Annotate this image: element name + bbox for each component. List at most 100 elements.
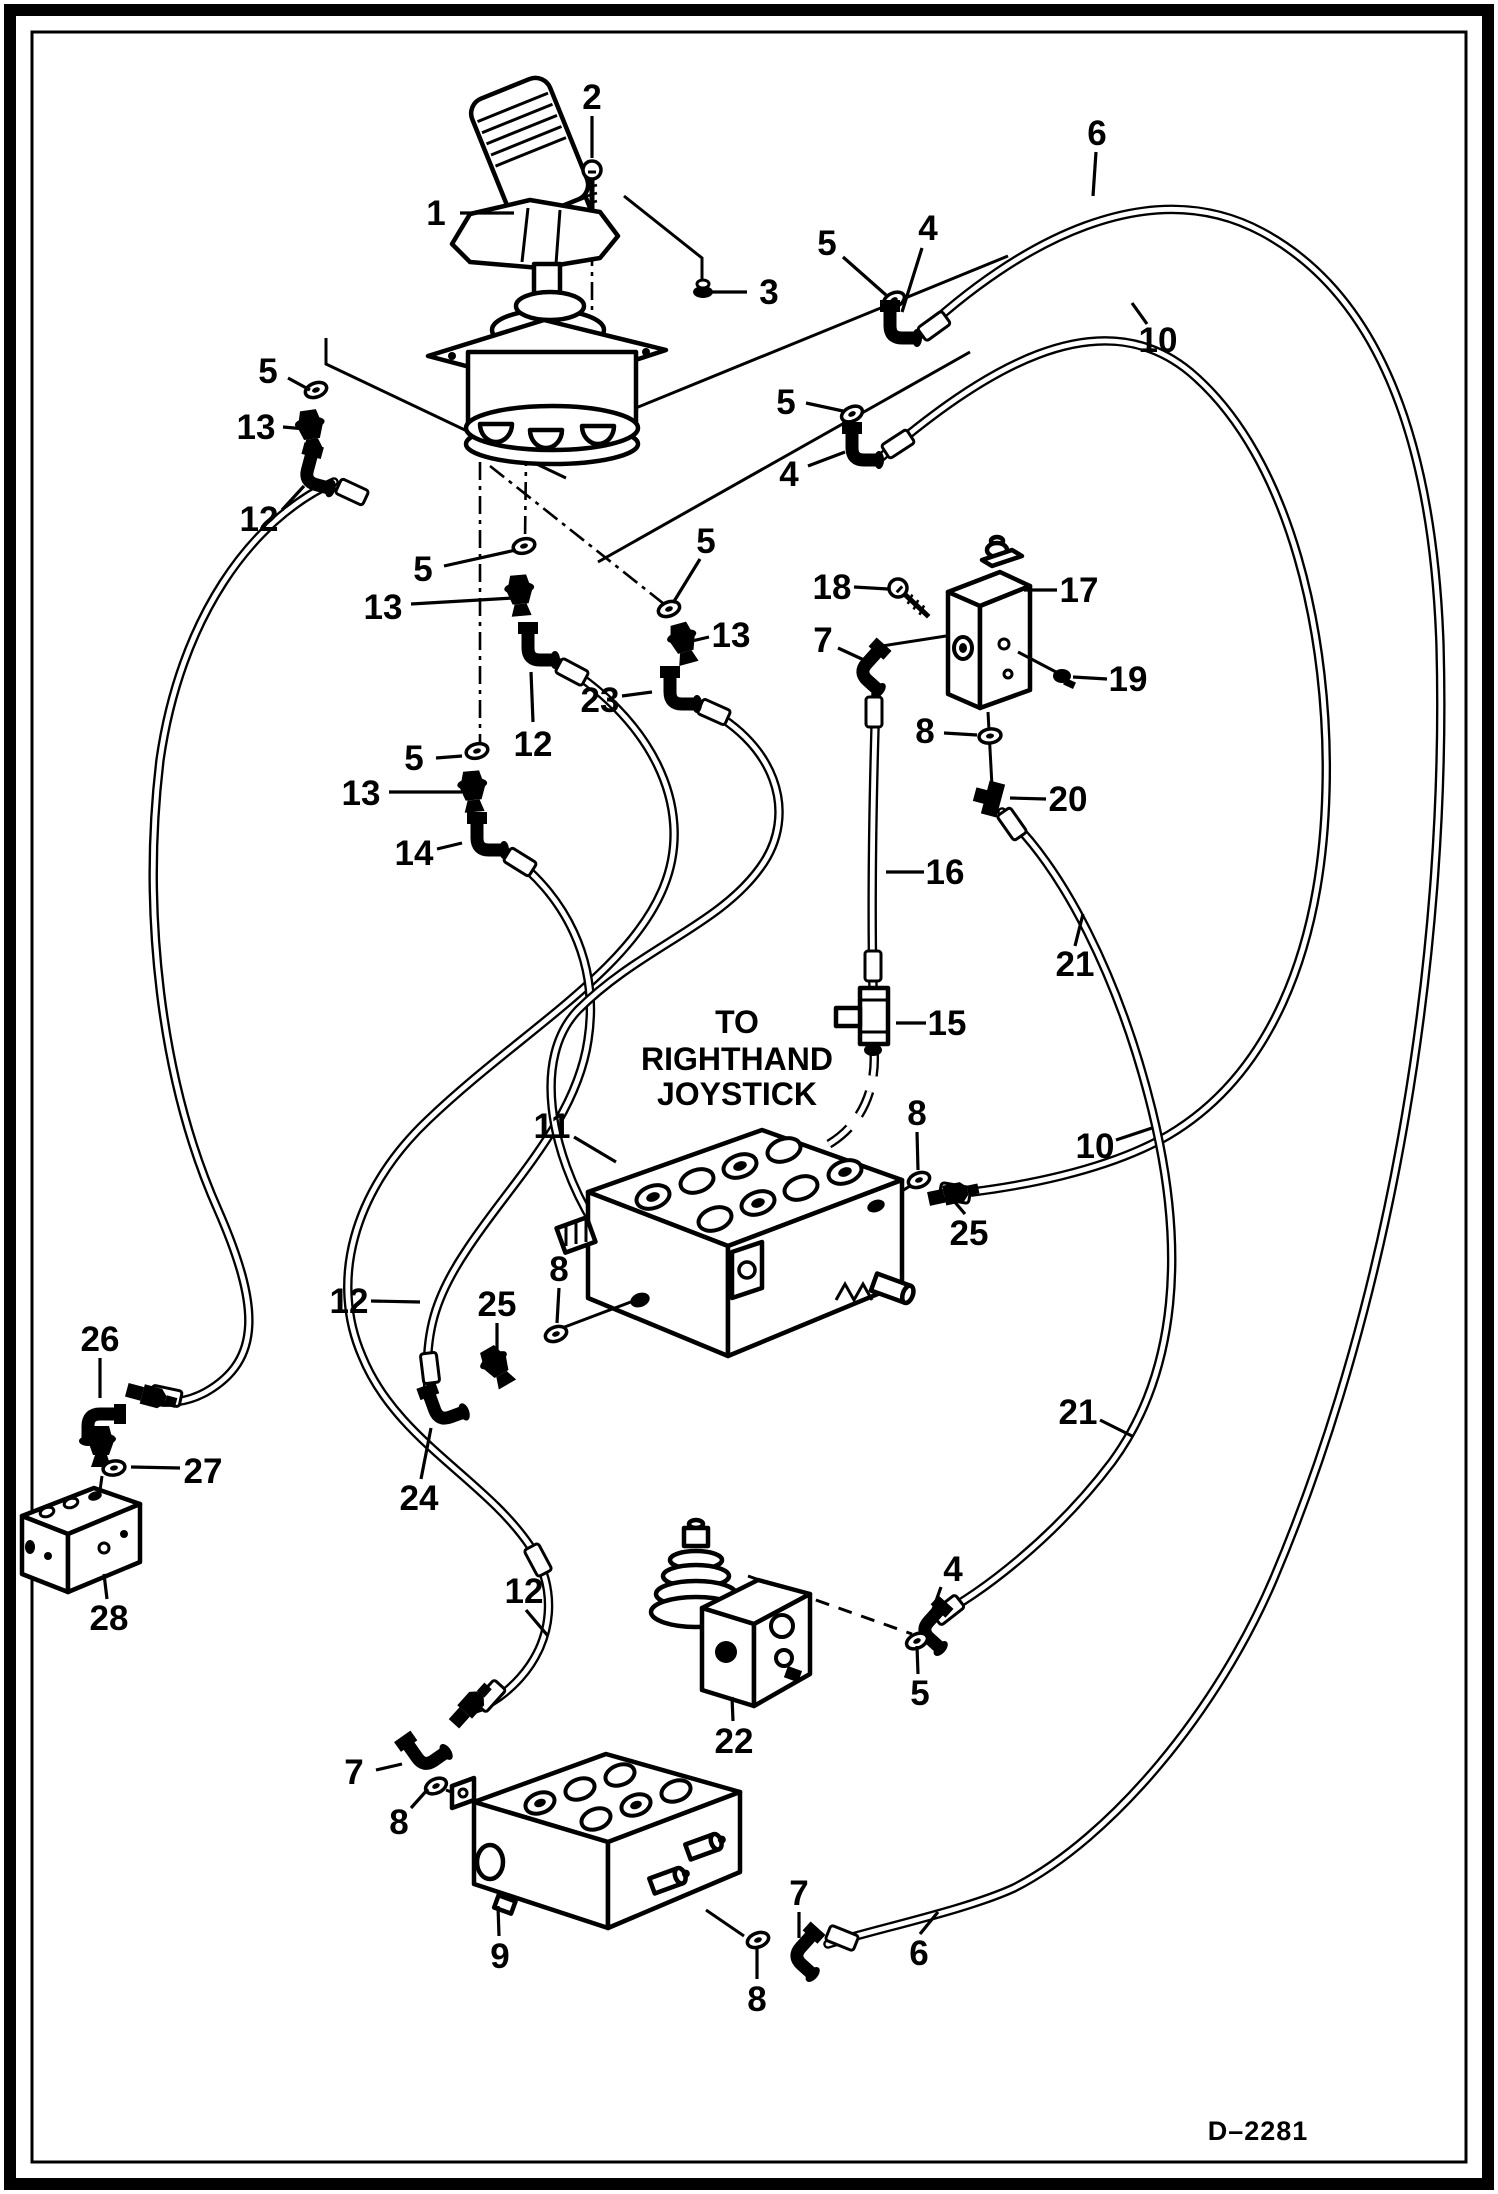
- fitting-7-8-bottom-right: [705, 1908, 842, 1985]
- callout-label-2: 2: [582, 78, 601, 117]
- callout-label-7: 7: [813, 621, 832, 660]
- callout-24: 24: [400, 1427, 439, 1518]
- callout-7: 7: [813, 621, 865, 662]
- callout-4: 4: [900, 209, 938, 313]
- annotation-to: TO: [715, 1004, 759, 1040]
- callout-18: 18: [813, 568, 889, 607]
- callout-5: 5: [671, 522, 716, 604]
- fitting-chain-14: [456, 739, 509, 859]
- callout-9: 9: [490, 1905, 510, 1976]
- plug-19: [1017, 650, 1076, 689]
- callout-13: 13: [237, 408, 307, 447]
- annotation-righthand: RIGHTHAND: [641, 1041, 833, 1077]
- callout-8: 8: [907, 1094, 927, 1171]
- callout-1: 1: [426, 194, 514, 233]
- tee-fitting-15: [833, 985, 891, 1056]
- callout-label-15: 15: [928, 1004, 967, 1043]
- callout-label-10: 10: [1139, 321, 1178, 360]
- callout-7: 7: [344, 1753, 403, 1792]
- annotation-joystick: JOYSTICK: [657, 1076, 817, 1112]
- construction-lines: [324, 194, 1009, 1636]
- control-valve-11: [554, 1127, 916, 1359]
- fitting-chain-bottom-left: [394, 1679, 496, 1802]
- callout-label-7: 7: [789, 1874, 808, 1913]
- callout-5: 5: [776, 383, 844, 422]
- callout-16: 16: [886, 853, 964, 892]
- callout-label-18: 18: [813, 568, 852, 607]
- callout-label-5: 5: [817, 224, 836, 263]
- callout-5: 5: [258, 352, 311, 392]
- callout-label-13: 13: [712, 616, 751, 655]
- callout-8: 8: [747, 1948, 767, 2019]
- callout-13: 13: [364, 588, 514, 627]
- callout-label-13: 13: [342, 774, 381, 813]
- callout-label-26: 26: [81, 1320, 120, 1359]
- hose-6: [823, 204, 1446, 1949]
- bolt-18: [885, 575, 935, 623]
- callout-label-6: 6: [1087, 114, 1106, 153]
- manifold-26-27-28: [19, 1380, 179, 1595]
- callout-8: 8: [915, 712, 978, 751]
- hose-12-left: [147, 477, 339, 1407]
- callout-label-8: 8: [389, 1803, 408, 1842]
- callout-label-6: 6: [909, 1934, 928, 1973]
- callout-27: 27: [130, 1452, 223, 1491]
- callout-label-5: 5: [258, 352, 277, 391]
- callout-label-28: 28: [90, 1599, 129, 1638]
- hose-ferrules: [148, 309, 1029, 1953]
- callout-label-5: 5: [776, 383, 795, 422]
- callout-label-16: 16: [926, 853, 965, 892]
- callout-label-24: 24: [400, 1479, 439, 1518]
- callout-label-12: 12: [240, 500, 279, 539]
- callout-label-4: 4: [779, 455, 799, 494]
- callout-5: 5: [413, 548, 517, 589]
- callout-14: 14: [395, 834, 463, 873]
- callout-label-25: 25: [950, 1214, 989, 1253]
- callout-6: 6: [909, 1910, 940, 1973]
- callout-label-14: 14: [395, 834, 434, 873]
- callout-label-8: 8: [915, 712, 934, 751]
- hose-23: [546, 699, 784, 1229]
- callout-5: 5: [910, 1645, 930, 1713]
- callout-label-12: 12: [514, 725, 553, 764]
- control-valve-9: [449, 1751, 743, 1931]
- callout-13: 13: [342, 774, 462, 813]
- callout-8: 8: [389, 1787, 430, 1842]
- callout-13: 13: [691, 616, 751, 655]
- callout-label-11: 11: [534, 1107, 571, 1146]
- callout-label-1: 1: [426, 194, 445, 233]
- callout-3: 3: [712, 273, 779, 312]
- callout-label-8: 8: [747, 1980, 766, 2019]
- callout-label-5: 5: [413, 550, 432, 589]
- callout-label-5: 5: [404, 739, 423, 778]
- callout-label-12: 12: [330, 1282, 369, 1321]
- callout-7: 7: [789, 1874, 809, 1938]
- callout-label-22: 22: [715, 1722, 754, 1761]
- hose-12-bottom: [343, 655, 679, 1715]
- nut-3: [693, 278, 713, 298]
- callout-12: 12: [330, 1282, 421, 1321]
- callout-26: 26: [81, 1320, 120, 1398]
- callout-label-8: 8: [907, 1094, 926, 1133]
- callout-label-25: 25: [478, 1285, 517, 1324]
- joystick-assembly: [425, 75, 669, 467]
- callout-6: 6: [1087, 114, 1107, 197]
- callout-label-19: 19: [1109, 660, 1148, 699]
- hose-14-to-24: [422, 845, 596, 1395]
- callout-label-12: 12: [505, 1572, 544, 1611]
- valve-block-17: [945, 534, 1033, 711]
- callout-5: 5: [817, 224, 888, 297]
- callout-12: 12: [514, 671, 553, 764]
- callout-label-9: 9: [490, 1937, 509, 1976]
- callout-5: 5: [404, 739, 463, 778]
- callout-21: 21: [1056, 913, 1094, 984]
- drawing-number: D–2281: [1208, 2116, 1309, 2146]
- fitting-8-25-24-left: [416, 1298, 637, 1433]
- callout-19: 19: [1072, 660, 1148, 699]
- callout-label-13: 13: [364, 588, 403, 627]
- hose-21: [929, 807, 1177, 1623]
- callout-label-23: 23: [581, 681, 620, 720]
- callout-label-27: 27: [184, 1452, 223, 1491]
- callout-4: 4: [929, 1550, 963, 1616]
